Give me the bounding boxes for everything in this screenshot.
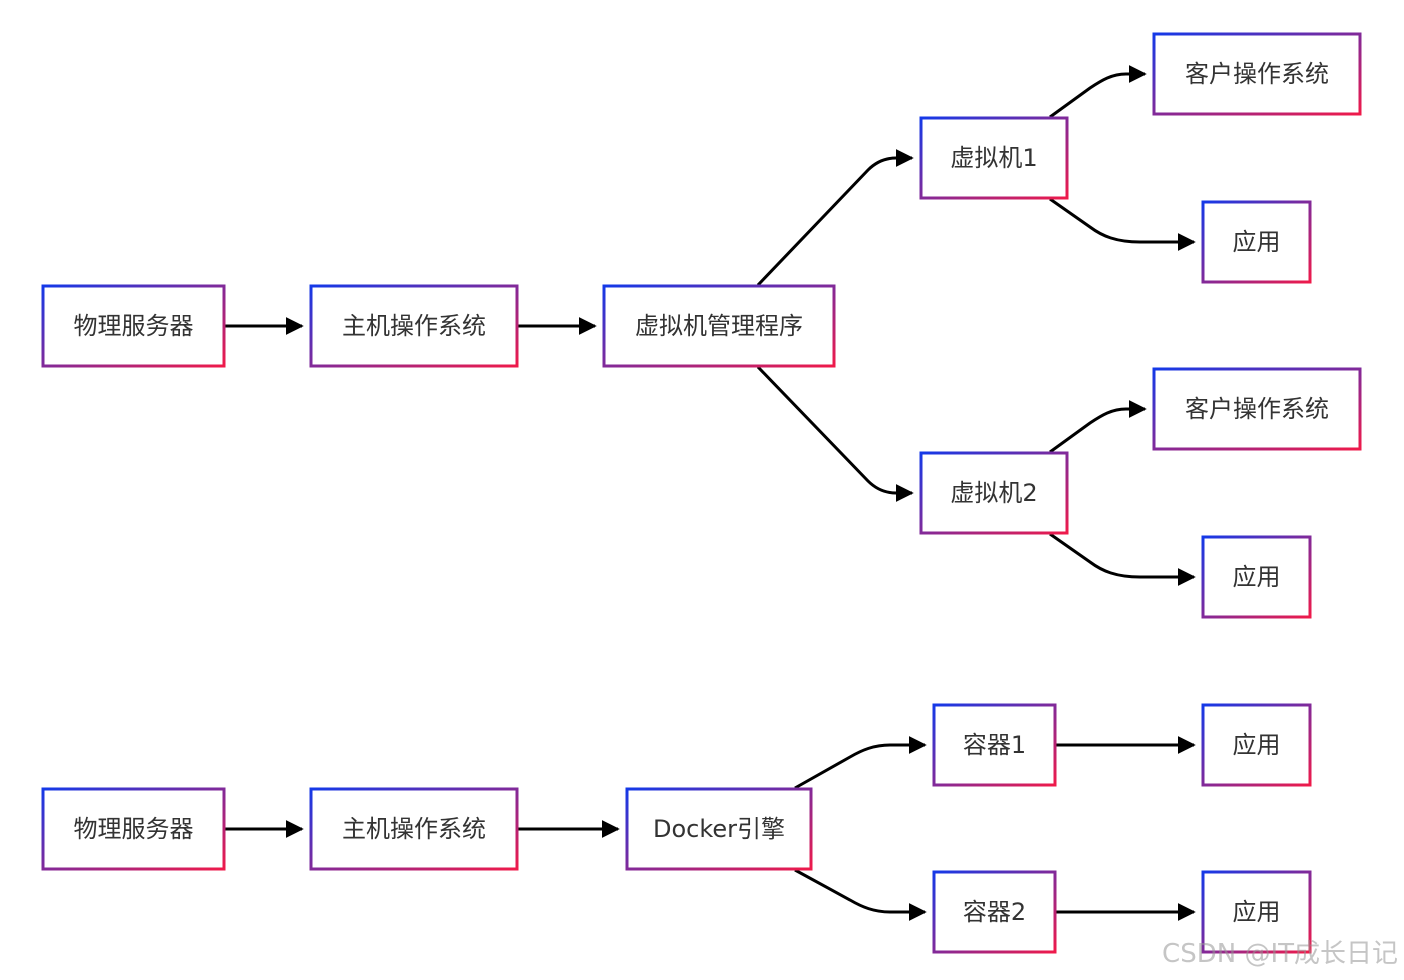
edge-hypervisor-to-vm2 xyxy=(756,365,914,502)
node-vm-host-os: 主机操作系统 xyxy=(309,284,519,368)
edge-vm1-to-app xyxy=(1049,197,1196,251)
node-vm-physical-server-label: 物理服务器 xyxy=(74,312,194,340)
node-vm-host-os-label: 主机操作系统 xyxy=(342,312,486,340)
node-docker-engine-label: Docker引擎 xyxy=(653,815,785,843)
node-docker-host-os-label: 主机操作系统 xyxy=(342,815,486,843)
edge-vm2-to-guest-os xyxy=(1049,400,1147,454)
node-container2-app: 应用 xyxy=(1201,870,1312,954)
edge-vm1-to-guest-os xyxy=(1049,65,1147,119)
node-vm2-app: 应用 xyxy=(1201,535,1312,619)
node-vm1-app: 应用 xyxy=(1201,200,1312,284)
edge-engine-to-container2 xyxy=(794,868,927,921)
vm-section-edges xyxy=(224,65,1196,586)
node-container2-app-label: 应用 xyxy=(1233,898,1281,926)
node-container2-label: 容器2 xyxy=(963,898,1026,926)
node-hypervisor-label: 虚拟机管理程序 xyxy=(635,312,803,340)
node-vm1-guest-os-label: 客户操作系统 xyxy=(1185,60,1329,88)
csdn-watermark: CSDN @IT成长日记 xyxy=(1162,939,1398,969)
node-vm2-app-label: 应用 xyxy=(1233,563,1281,591)
node-container2: 容器2 xyxy=(932,870,1057,954)
node-container1-label: 容器1 xyxy=(963,731,1026,759)
node-container1: 容器1 xyxy=(932,703,1057,787)
node-docker-engine: Docker引擎 xyxy=(625,787,813,871)
node-vm2-guest-os: 客户操作系统 xyxy=(1152,367,1362,451)
node-container1-app: 应用 xyxy=(1201,703,1312,787)
node-vm2: 虚拟机2 xyxy=(919,451,1069,535)
node-vm1-guest-os: 客户操作系统 xyxy=(1152,32,1362,116)
node-vm1-app-label: 应用 xyxy=(1233,228,1281,256)
node-vm2-label: 虚拟机2 xyxy=(950,479,1037,507)
node-vm2-guest-os-label: 客户操作系统 xyxy=(1185,395,1329,423)
edge-hypervisor-to-vm1 xyxy=(756,149,914,287)
edge-engine-to-container1 xyxy=(794,736,927,790)
node-docker-physical-server-label: 物理服务器 xyxy=(74,815,194,843)
edge-vm2-to-app xyxy=(1049,532,1196,586)
node-hypervisor: 虚拟机管理程序 xyxy=(602,284,836,368)
node-vm-physical-server: 物理服务器 xyxy=(41,284,226,368)
node-vm1-label: 虚拟机1 xyxy=(950,144,1037,172)
docker-section-edges xyxy=(224,736,1196,921)
node-vm1: 虚拟机1 xyxy=(919,116,1069,200)
node-docker-physical-server: 物理服务器 xyxy=(41,787,226,871)
node-container1-app-label: 应用 xyxy=(1233,731,1281,759)
node-docker-host-os: 主机操作系统 xyxy=(309,787,519,871)
